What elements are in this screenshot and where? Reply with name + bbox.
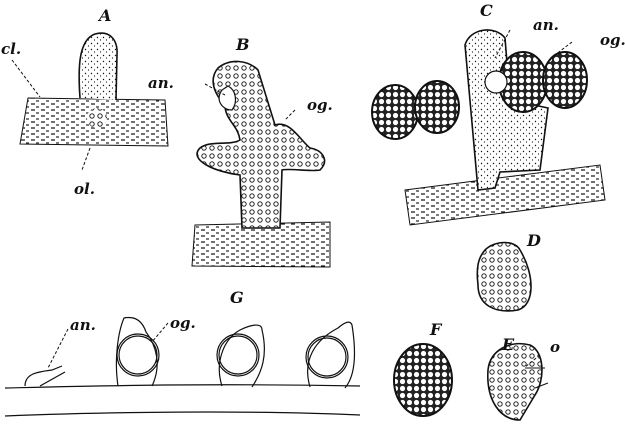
panel-c-drawing — [371, 29, 606, 226]
panel-label-f: F — [430, 320, 442, 339]
panel-f-drawing — [393, 343, 453, 417]
panel-e-drawing — [487, 343, 549, 421]
leader-lines — [11, 29, 573, 369]
panel-a-drawing — [19, 32, 169, 147]
panel-label-d: D — [527, 231, 541, 250]
panel-g-drawing — [4, 316, 361, 417]
label-g-og: og. — [170, 314, 196, 332]
panel-label-a: A — [99, 6, 112, 25]
label-g-an: an. — [70, 316, 96, 334]
panel-label-b: B — [236, 35, 250, 54]
panel-d-drawing — [476, 241, 532, 312]
label-c-og: og. — [600, 31, 625, 49]
label-b-an: an. — [148, 74, 174, 92]
panel-b-drawing — [191, 60, 331, 268]
label-a-ol: ol. — [74, 180, 95, 198]
label-a-cl: cl. — [1, 40, 22, 58]
panel-label-c: C — [480, 1, 493, 20]
panel-label-g: G — [230, 288, 244, 307]
panel-label-e: E — [502, 335, 515, 354]
label-c-an: an. — [533, 16, 559, 34]
label-e-o: o — [550, 338, 561, 356]
label-b-og: og. — [307, 96, 333, 114]
